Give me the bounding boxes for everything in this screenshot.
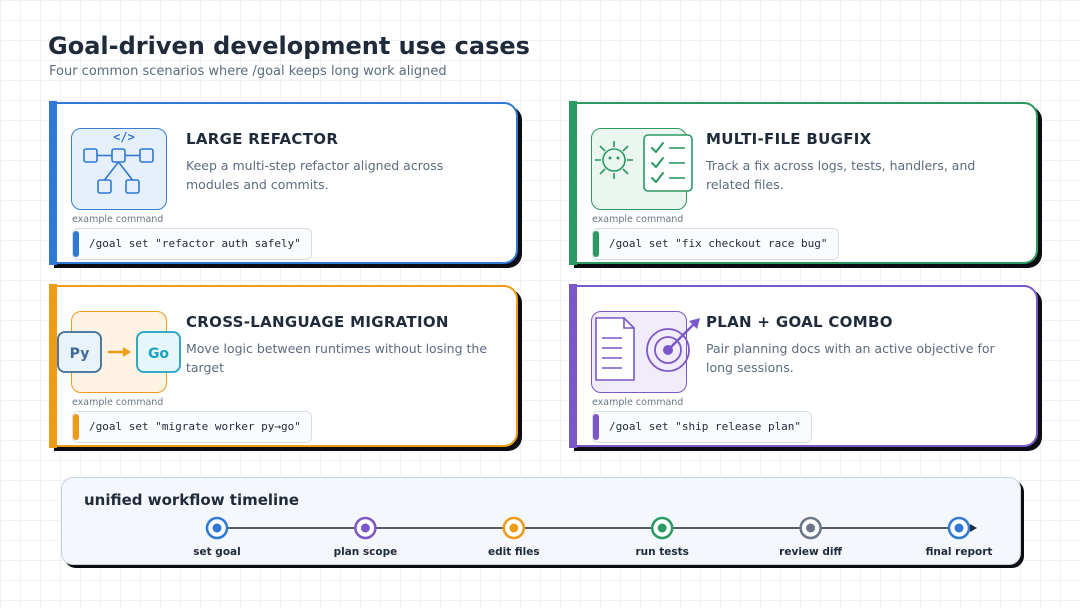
command-snippet[interactable]: /goal set "fix checkout race bug" [592, 228, 839, 260]
card-accent-bar [569, 101, 577, 265]
card-description: Keep a multi-step refactor aligned acros… [186, 158, 444, 192]
card-title: CROSS-LANGUAGE MIGRATION [186, 313, 449, 331]
py-label: Py [70, 346, 90, 362]
command-label: example command [72, 397, 164, 408]
timeline-step-marker [205, 516, 229, 540]
use-case-card-large-refactor: </> LARGE REFACTOR Keep a multi-step ref… [49, 101, 518, 265]
command-snippet[interactable]: /goal set "migrate worker py→go" [72, 411, 312, 443]
command-accent [593, 231, 599, 257]
command-accent [73, 231, 79, 257]
timeline-step-marker [650, 516, 674, 540]
use-case-card-multi-file-bugfix: MULTI-FILE BUGFIX Track a fix across log… [569, 101, 1038, 265]
command-accent [73, 414, 79, 440]
timeline-step-label: plan scope [333, 546, 398, 558]
card-description: Pair planning docs with an active object… [706, 341, 995, 375]
card-accent-bar [49, 101, 57, 265]
timeline-step-marker [354, 516, 377, 540]
page-subtitle: Four common scenarios where /goal keeps … [49, 64, 447, 79]
timeline-step-label: edit files [487, 546, 540, 558]
command-snippet[interactable]: /goal set "refactor auth safely" [72, 228, 312, 260]
card-title: MULTI-FILE BUGFIX [706, 130, 872, 148]
timeline-step-marker [799, 516, 822, 540]
command-text: /goal set "refactor auth safely" [89, 237, 301, 250]
command-label: example command [592, 397, 684, 408]
card-description: Move logic between runtimes without losi… [186, 341, 488, 375]
use-case-card-plan-goal-combo: PLAN + GOAL COMBO Pair planning docs wit… [569, 284, 1038, 448]
command-text: /goal set "ship release plan" [609, 420, 802, 433]
code-module-graph-icon: </> [71, 128, 167, 210]
timeline-step-label: final report [925, 546, 993, 558]
timeline-arrowhead [970, 524, 977, 532]
go-label: Go [148, 346, 169, 362]
timeline-step-marker [947, 516, 971, 540]
command-accent [593, 414, 599, 440]
command-snippet[interactable]: /goal set "ship release plan" [592, 411, 813, 443]
card-title: LARGE REFACTOR [186, 130, 339, 148]
use-case-card-cross-language-migration: Py Go CROSS-LANGUAGE MIGRATION Move logi… [49, 284, 518, 448]
py-to-go-icon: Py Go [57, 311, 181, 393]
command-label: example command [72, 214, 164, 225]
timeline-title: unified workflow timeline [84, 491, 300, 509]
timeline-step-marker [502, 516, 526, 540]
page-title: Goal-driven development use cases [48, 32, 530, 60]
timeline-step-label: set goal [193, 546, 241, 558]
timeline-step-label: review diff [779, 546, 843, 558]
timeline-track [205, 516, 977, 540]
card-accent-bar [49, 284, 57, 448]
workflow-timeline: unified workflow timeline set goal plan s… [61, 477, 1021, 565]
command-text: /goal set "fix checkout race bug" [609, 237, 828, 250]
timeline-step-label: run tests [635, 546, 689, 558]
command-text: /goal set "migrate worker py→go" [89, 420, 301, 433]
command-label: example command [592, 214, 684, 225]
svg-text:</>: </> [113, 130, 135, 144]
card-accent-bar [569, 284, 577, 448]
card-title: PLAN + GOAL COMBO [706, 313, 893, 331]
card-description: Track a fix across logs, tests, handlers… [706, 158, 976, 192]
bug-checklist-icon [591, 128, 693, 210]
document-target-icon [591, 311, 700, 393]
